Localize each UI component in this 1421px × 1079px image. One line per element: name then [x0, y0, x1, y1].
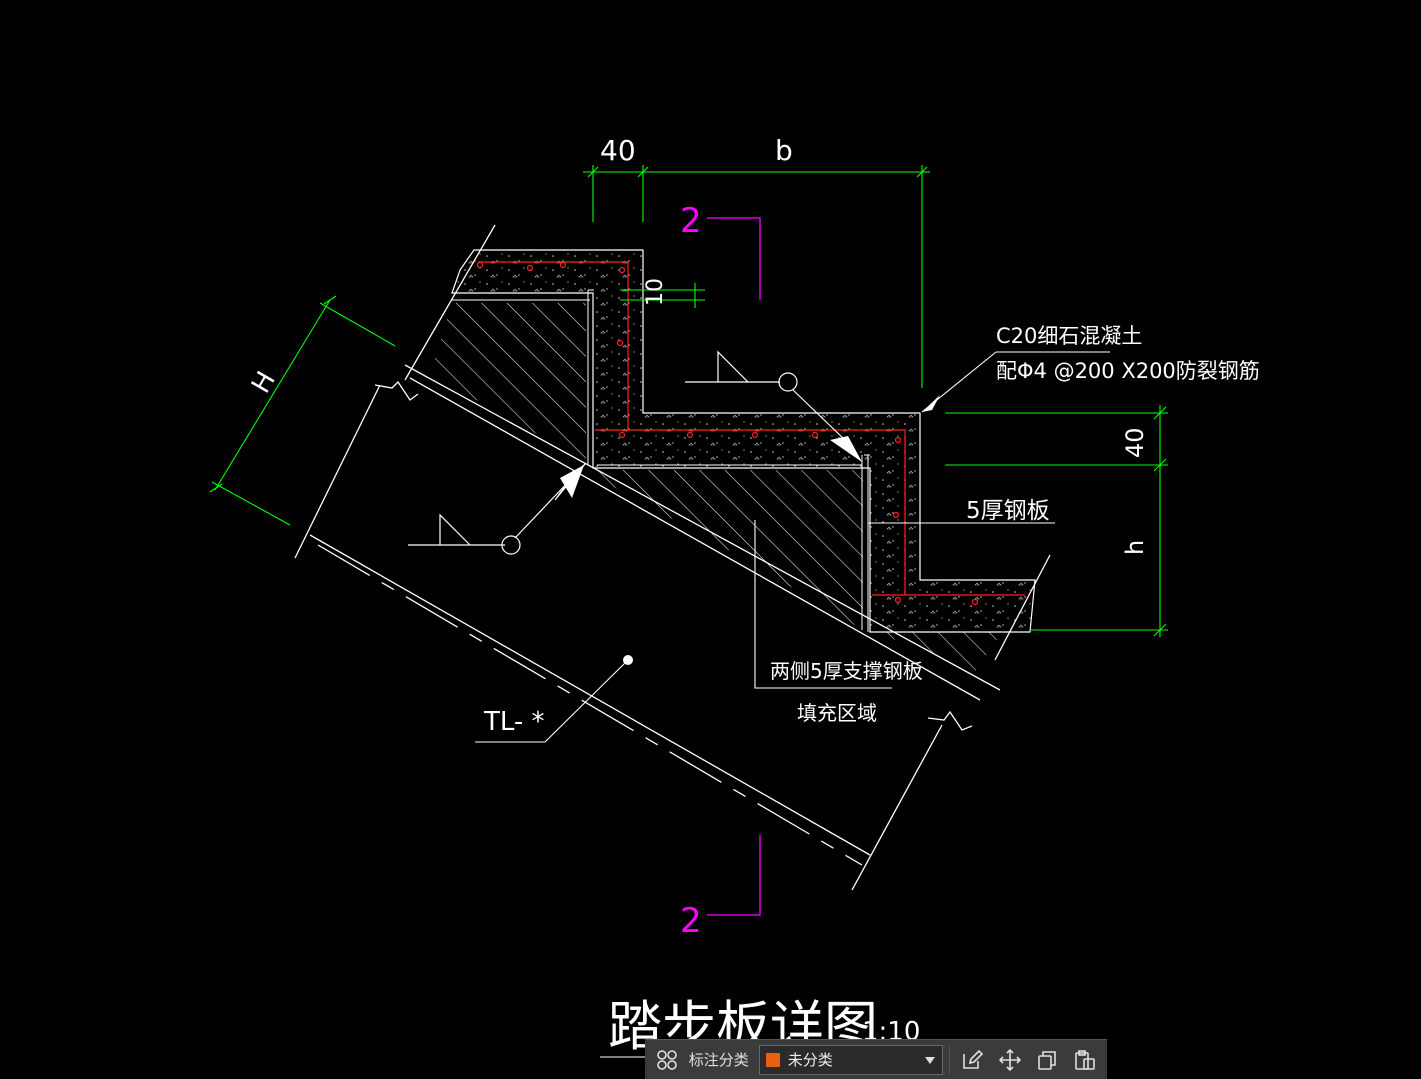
copy-icon[interactable] — [1032, 1044, 1064, 1076]
dim-H: H — [246, 367, 282, 399]
note-support: 两侧5厚支撑钢板 — [770, 659, 923, 683]
chevron-down-icon — [925, 1056, 936, 1064]
paste-icon[interactable] — [1069, 1044, 1101, 1076]
note-plate: 5厚钢板 — [966, 498, 1050, 524]
dimension-lines — [209, 165, 1168, 637]
concrete-topping — [451, 249, 1036, 633]
note-leaders — [475, 351, 1110, 1058]
section-mark-top: 2 — [680, 201, 702, 241]
category-select-value: 未分类 — [787, 1051, 833, 1069]
dim-right-40: 40 — [1121, 427, 1149, 458]
section-mark-lines — [707, 217, 761, 916]
stair-beam — [294, 224, 1051, 891]
rebar-lines — [476, 261, 1025, 606]
annotation-toolbar: 标注分类 未分类 — [645, 1039, 1107, 1079]
note-concrete: C20细石混凝土 — [996, 324, 1142, 348]
toolbar-divider — [949, 1045, 951, 1074]
annotation-category-label: 标注分类 — [688, 1051, 749, 1069]
dim-top-b: b — [775, 134, 793, 167]
note-rebar: 配Φ4 @200 X200防裂钢筋 — [996, 359, 1260, 383]
hatch-region — [430, 303, 1002, 672]
beam-label-dot — [623, 655, 633, 665]
leader-arrows — [554, 395, 940, 501]
section-mark-bottom: 2 — [680, 901, 702, 941]
dim-h: h — [1121, 540, 1149, 555]
elevation-markers — [408, 350, 846, 555]
grid-icon[interactable] — [651, 1044, 683, 1076]
dim-small-10: 10 — [643, 278, 668, 306]
move-icon[interactable] — [994, 1044, 1026, 1076]
beam-label: TL- * — [483, 707, 545, 737]
annotation-category-select[interactable]: 未分类 — [758, 1044, 944, 1075]
edit-icon[interactable] — [956, 1044, 988, 1076]
category-color-swatch — [765, 1052, 780, 1067]
dim-top-40: 40 — [600, 134, 636, 167]
note-fill-region: 填充区域 — [797, 701, 877, 725]
